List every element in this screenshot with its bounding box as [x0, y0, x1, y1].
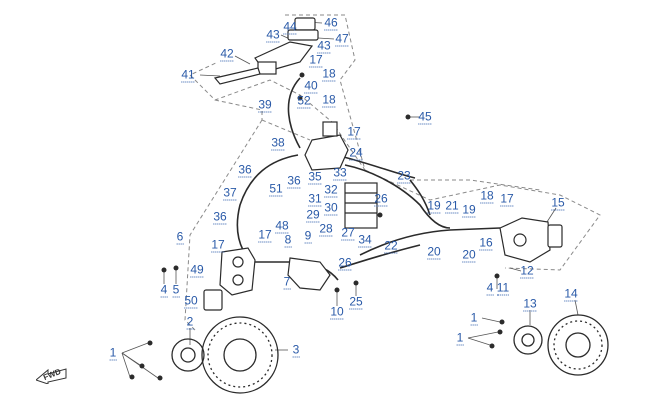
part-callout-50[interactable]: 50	[184, 293, 199, 309]
abs-modulator-group	[304, 121, 378, 229]
part-callout-36[interactable]: 36	[287, 173, 302, 189]
part-callout-6[interactable]: 6	[176, 229, 184, 245]
part-callout-10[interactable]: 10	[330, 304, 345, 320]
part-callout-38[interactable]: 38	[271, 135, 286, 151]
part-callout-35[interactable]: 35	[308, 169, 323, 185]
part-callout-21[interactable]: 21	[445, 198, 460, 214]
part-callout-22[interactable]: 22	[384, 238, 399, 254]
part-callout-32[interactable]: 32	[324, 182, 339, 198]
forward-direction-arrow-icon: FWD	[34, 367, 68, 385]
part-callout-17[interactable]: 17	[258, 227, 273, 243]
part-callout-18[interactable]: 18	[480, 188, 495, 204]
part-callout-12[interactable]: 12	[520, 263, 535, 279]
part-callout-27[interactable]: 27	[341, 225, 356, 241]
part-callout-17[interactable]: 17	[211, 237, 226, 253]
part-callout-33[interactable]: 33	[333, 165, 348, 181]
part-callout-1[interactable]: 1	[109, 345, 117, 361]
part-callout-40[interactable]: 40	[304, 78, 319, 94]
part-callout-45[interactable]: 45	[418, 109, 433, 125]
part-callout-29[interactable]: 29	[306, 207, 321, 223]
part-callout-25[interactable]: 25	[349, 294, 364, 310]
front-caliper-group	[203, 247, 331, 311]
part-callout-11[interactable]: 11	[496, 280, 510, 296]
part-callout-36[interactable]: 36	[213, 209, 228, 225]
part-callout-39[interactable]: 39	[258, 97, 273, 113]
part-callout-1[interactable]: 1	[456, 330, 464, 346]
part-callout-17[interactable]: 17	[500, 191, 515, 207]
part-callout-3[interactable]: 3	[292, 342, 300, 358]
small-fasteners	[129, 72, 505, 381]
part-callout-42[interactable]: 42	[220, 46, 235, 62]
part-callout-23[interactable]: 23	[397, 168, 412, 184]
part-callout-24[interactable]: 24	[349, 145, 364, 161]
part-callout-34[interactable]: 34	[358, 232, 373, 248]
part-callout-20[interactable]: 20	[427, 244, 442, 260]
master-cylinder-group	[213, 17, 319, 85]
part-callout-16[interactable]: 16	[479, 235, 494, 251]
part-callout-43[interactable]: 43	[317, 38, 332, 54]
part-callout-18[interactable]: 18	[322, 66, 337, 82]
part-callout-7[interactable]: 7	[283, 274, 291, 290]
part-callout-4[interactable]: 4	[486, 280, 494, 296]
part-callout-18[interactable]: 18	[322, 92, 337, 108]
part-callout-26[interactable]: 26	[338, 255, 353, 271]
brake-lines	[236, 77, 501, 281]
part-callout-20[interactable]: 20	[462, 247, 477, 263]
rear-caliper-group	[499, 217, 563, 263]
part-callout-48[interactable]: 48	[275, 218, 290, 234]
part-callout-37[interactable]: 37	[223, 185, 238, 201]
part-callout-36[interactable]: 36	[238, 162, 253, 178]
part-callout-49[interactable]: 49	[190, 262, 205, 278]
rear-brake-disc	[513, 314, 609, 376]
part-callout-51[interactable]: 51	[269, 181, 284, 197]
part-callout-4[interactable]: 4	[160, 282, 168, 298]
part-callout-17[interactable]: 17	[309, 52, 324, 68]
part-callout-14[interactable]: 14	[564, 286, 579, 302]
part-callout-19[interactable]: 19	[462, 202, 477, 218]
part-callout-30[interactable]: 30	[324, 200, 339, 216]
part-callout-8[interactable]: 8	[284, 232, 292, 248]
part-callout-31[interactable]: 31	[308, 191, 323, 207]
part-callout-44[interactable]: 44	[283, 19, 298, 35]
part-callout-47[interactable]: 47	[335, 31, 350, 47]
front-brake-disc	[171, 316, 279, 394]
part-callout-9[interactable]: 9	[304, 228, 312, 244]
part-callout-43[interactable]: 43	[266, 27, 281, 43]
part-callout-41[interactable]: 41	[181, 67, 196, 83]
part-callout-5[interactable]: 5	[172, 282, 180, 298]
part-callout-1[interactable]: 1	[470, 310, 478, 326]
part-callout-19[interactable]: 19	[427, 198, 442, 214]
part-callout-13[interactable]: 13	[523, 296, 538, 312]
part-callout-26[interactable]: 26	[374, 191, 389, 207]
part-callout-15[interactable]: 15	[551, 195, 566, 211]
part-callout-2[interactable]: 2	[186, 314, 194, 330]
part-callout-52[interactable]: 52	[297, 93, 312, 109]
part-callout-17[interactable]: 17	[347, 124, 362, 140]
part-callout-46[interactable]: 46	[324, 15, 339, 31]
part-callout-28[interactable]: 28	[319, 221, 334, 237]
